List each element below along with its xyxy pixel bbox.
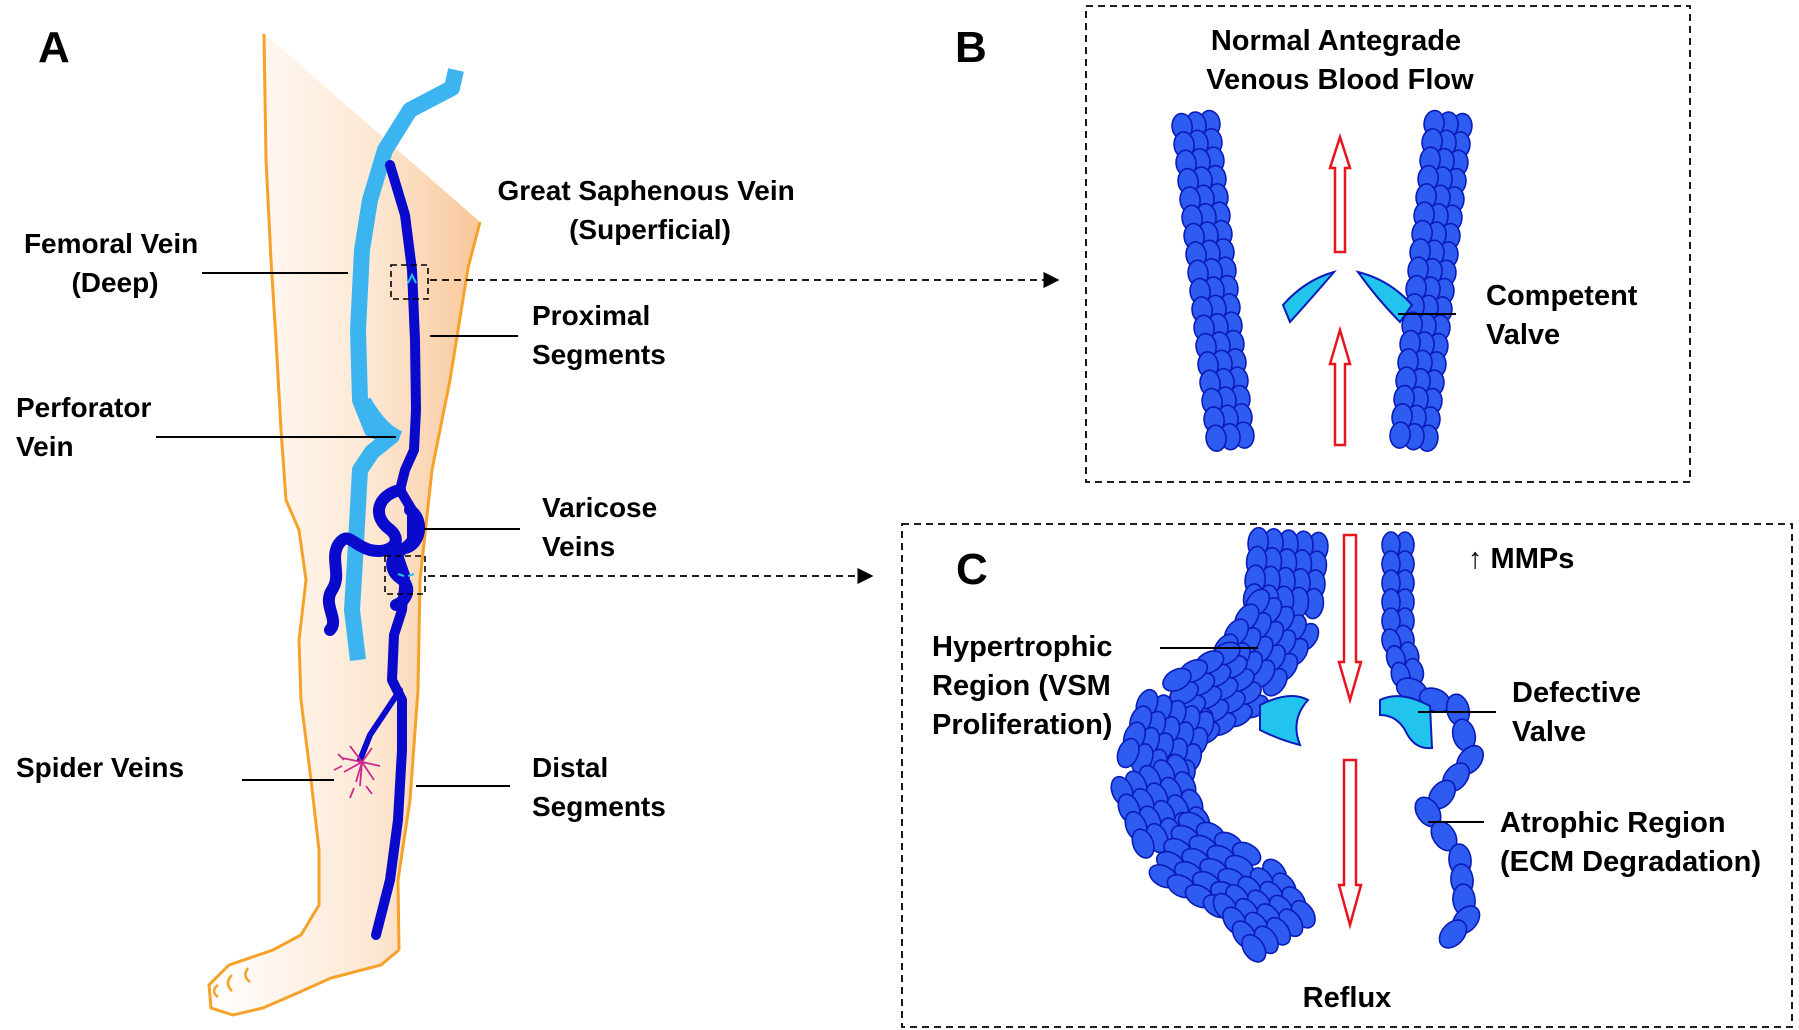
atrophic-vein-wall xyxy=(1379,532,1488,953)
panel-b-letter: B xyxy=(955,23,987,72)
label-proximal: Proximal Segments xyxy=(532,300,666,370)
reflux-arrow-upper xyxy=(1339,535,1361,700)
label-femoral-vein: Femoral Vein (Deep) xyxy=(24,228,206,298)
label-perforator: Perforator Vein xyxy=(16,392,159,462)
vein-wall-right xyxy=(1389,109,1474,452)
label-great-saphenous: Great Saphenous Vein (Superficial) xyxy=(498,175,803,245)
label-distal: Distal Segments xyxy=(532,752,666,822)
panel-c: C ↑ MMPs Hypertrophic Region (VSM Prolif… xyxy=(902,524,1792,1027)
panel-c-letter: C xyxy=(956,545,988,594)
competent-valve-left xyxy=(1283,272,1334,322)
vein-wall-left xyxy=(1171,109,1256,452)
label-spider-veins: Spider Veins xyxy=(16,752,184,783)
panel-b: B Normal Antegrade Venous Blood Flow Com… xyxy=(955,6,1690,482)
reflux-arrow-lower xyxy=(1339,760,1361,925)
label-varicose: Varicose Veins xyxy=(542,492,665,562)
label-atrophic: Atrophic Region (ECM Degradation) xyxy=(1500,807,1761,878)
label-hypertrophic: Hypertrophic Region (VSM Proliferation) xyxy=(932,631,1121,741)
defective-valve-right xyxy=(1380,696,1432,748)
defective-valve-left xyxy=(1260,696,1308,745)
antegrade-arrow-lower xyxy=(1330,330,1350,445)
leg-outline xyxy=(208,32,480,1015)
label-reflux: Reflux xyxy=(1303,982,1392,1014)
label-mmps: ↑ MMPs xyxy=(1468,543,1574,575)
panel-a: A xyxy=(16,23,1058,1015)
antegrade-arrow-upper xyxy=(1330,137,1350,252)
panel-a-letter: A xyxy=(38,23,70,72)
label-competent-valve: Competent Valve xyxy=(1486,280,1646,351)
panel-b-title: Normal Antegrade Venous Blood Flow xyxy=(1206,25,1474,96)
hypertrophic-vein-wall xyxy=(1107,527,1329,966)
label-defective-valve: Defective Valve xyxy=(1512,677,1649,748)
